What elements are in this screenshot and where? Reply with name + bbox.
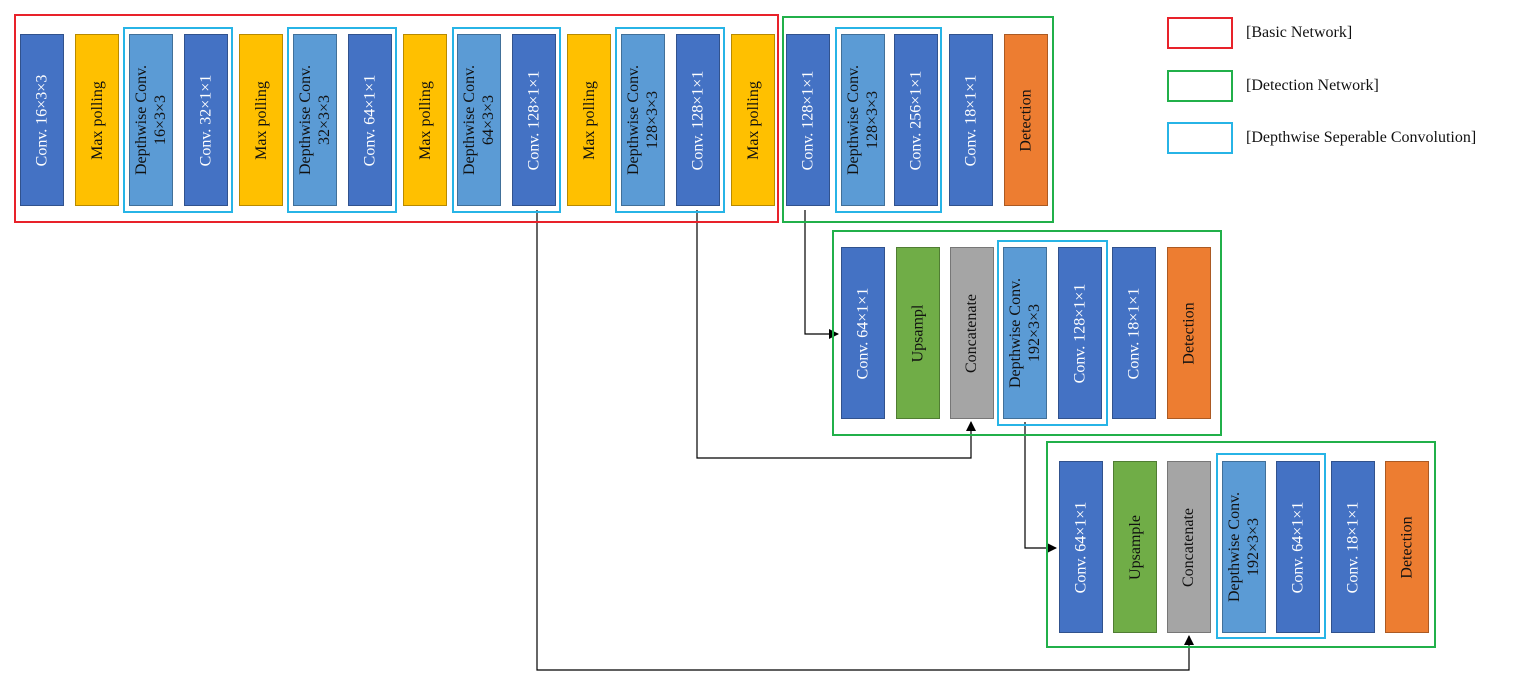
block-label: Conv. 64×1×1 (1289, 501, 1307, 593)
depthwise-separable-frame-2 (287, 27, 397, 213)
conv-block: Conv. 128×1×1 (676, 34, 720, 206)
block-label: Concatenate (963, 293, 981, 373)
block-label: Max polling (580, 80, 598, 160)
max-pooling-block: Max polling (731, 34, 775, 206)
depthwise-separable-frame-3 (452, 27, 561, 213)
max-pooling-block: Max polling (75, 34, 119, 206)
depthwise-separable-frame-7 (1216, 453, 1326, 639)
block-label: Conv. 64×1×1 (854, 287, 872, 379)
upsample-block: Upsample (1113, 461, 1157, 633)
basic-network-frame (14, 14, 779, 223)
depthwise-separable-frame-4 (615, 27, 725, 213)
block-label: Detection (1017, 88, 1035, 152)
depthwise-separable-frame-5 (835, 27, 942, 213)
block-label: Conv. 18×1×1 (962, 74, 980, 166)
block-label: Depthwise Conv.128×3×3 (625, 64, 661, 176)
legend-label-detection: [Detection Network] (1246, 77, 1379, 94)
block-label: Conv. 32×1×1 (197, 74, 215, 166)
conv-block: Conv. 16×3×3 (20, 34, 64, 206)
wire-conv128-to-row2-conv64 (804, 210, 839, 339)
conv-block: Conv. 64×1×1 (1059, 461, 1103, 633)
block-label: Conv. 18×1×1 (1125, 287, 1143, 379)
depthwise-separable-frame-1 (123, 27, 233, 213)
wire-row1-conv128-to-row2-concat (696, 210, 976, 459)
block-label: Conv. 128×1×1 (799, 70, 817, 170)
detection-network-frame-1 (782, 16, 1054, 223)
block-label: Detection (1398, 515, 1416, 579)
depthwise-conv-block: Depthwise Conv.192×3×3 (1222, 461, 1266, 633)
conv-block: Conv. 64×1×1 (1276, 461, 1320, 633)
conv-block: Conv. 256×1×1 (894, 34, 938, 206)
conv-block: Conv. 32×1×1 (184, 34, 228, 206)
wire-row1-conv128-to-row3-concat (536, 210, 1194, 671)
legend-label-basic: [Basic Network] (1246, 24, 1353, 41)
conv-block: Conv. 18×1×1 (949, 34, 993, 206)
detection-network-frame-3 (1046, 441, 1436, 648)
conv-block: Conv. 128×1×1 (786, 34, 830, 206)
block-label: Conv. 18×1×1 (1344, 501, 1362, 593)
conv-block: Conv. 18×1×1 (1331, 461, 1375, 633)
block-label: Upsampl (909, 304, 927, 362)
detection-block: Detection (1004, 34, 1048, 206)
conv-block: Conv. 128×1×1 (1058, 247, 1102, 419)
block-label: Conv. 128×1×1 (1071, 283, 1089, 383)
depthwise-separable-frame-6 (997, 240, 1108, 426)
block-label: Max polling (88, 80, 106, 160)
legend-swatch-detection (1167, 70, 1233, 102)
max-pooling-block: Max polling (567, 34, 611, 206)
block-label: Max polling (252, 80, 270, 160)
concatenate-block: Concatenate (950, 247, 994, 419)
detection-block: Detection (1385, 461, 1429, 633)
depthwise-conv-block: Depthwise Conv.192×3×3 (1003, 247, 1047, 419)
upsample-block: Upsampl (896, 247, 940, 419)
block-label: Max polling (744, 80, 762, 160)
depthwise-conv-block: Depthwise Conv.32×3×3 (293, 34, 337, 206)
max-pooling-block: Max polling (403, 34, 447, 206)
block-label: Conv. 128×1×1 (689, 70, 707, 170)
depthwise-conv-block: Depthwise Conv.128×3×3 (841, 34, 885, 206)
block-label: Depthwise Conv.192×3×3 (1226, 491, 1262, 603)
max-pooling-block: Max polling (239, 34, 283, 206)
legend-swatch-depthwise (1167, 122, 1233, 154)
block-label: Depthwise Conv.192×3×3 (1007, 277, 1043, 389)
block-label: Depthwise Conv.16×3×3 (133, 64, 169, 176)
block-label: Conv. 16×3×3 (33, 74, 51, 166)
block-label: Depthwise Conv.128×3×3 (845, 64, 881, 176)
block-label: Conv. 64×1×1 (361, 74, 379, 166)
depthwise-conv-block: Depthwise Conv.128×3×3 (621, 34, 665, 206)
block-label: Upsample (1126, 514, 1144, 580)
block-label: Conv. 128×1×1 (525, 70, 543, 170)
block-label: Depthwise Conv.64×3×3 (461, 64, 497, 176)
concatenate-block: Concatenate (1167, 461, 1211, 633)
conv-block: Conv. 64×1×1 (841, 247, 885, 419)
block-label: Concatenate (1180, 507, 1198, 587)
block-label: Depthwise Conv.32×3×3 (297, 64, 333, 176)
detection-network-frame-2 (832, 230, 1222, 436)
block-label: Detection (1180, 301, 1198, 365)
block-label: Max polling (416, 80, 434, 160)
detection-block: Detection (1167, 247, 1211, 419)
conv-block: Conv. 18×1×1 (1112, 247, 1156, 419)
wire-row2-depthwise-to-row3-conv64 (1024, 422, 1057, 553)
block-label: Conv. 256×1×1 (907, 70, 925, 170)
conv-block: Conv. 64×1×1 (348, 34, 392, 206)
depthwise-conv-block: Depthwise Conv.16×3×3 (129, 34, 173, 206)
depthwise-conv-block: Depthwise Conv.64×3×3 (457, 34, 501, 206)
legend-swatch-basic (1167, 17, 1233, 49)
conv-block: Conv. 128×1×1 (512, 34, 556, 206)
legend-label-depthwise: [Depthwise Seperable Convolution] (1246, 129, 1477, 146)
block-label: Conv. 64×1×1 (1072, 501, 1090, 593)
